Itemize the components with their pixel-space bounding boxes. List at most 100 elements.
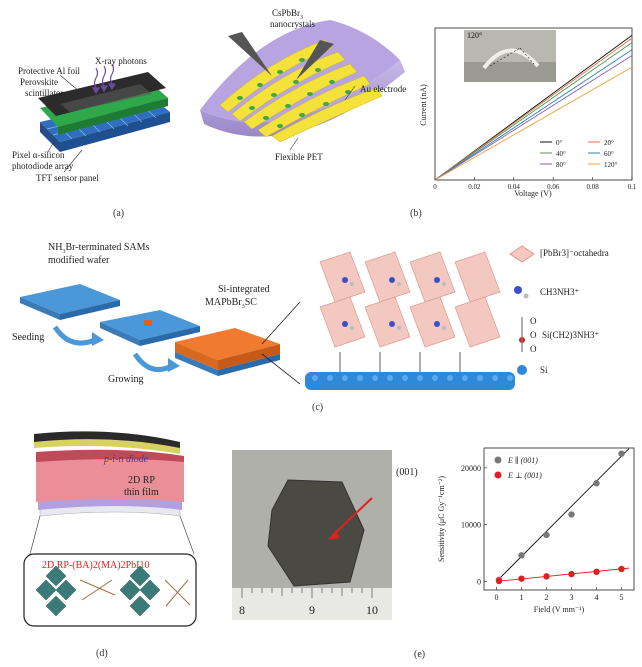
sens-point — [618, 450, 625, 457]
sens-plot-frame — [483, 447, 635, 591]
label-cspbbr3: CsPbBr3 — [272, 8, 304, 21]
label-scintillator-2: scintillator — [25, 88, 64, 98]
label-pixel-2: photodiode array — [12, 161, 74, 171]
legend-ch3nh3-label: CH3NH3⁺ — [540, 287, 580, 297]
legend-si-icon — [517, 365, 527, 375]
sens-point — [518, 575, 525, 582]
label-sams-1: NH3Br-terminated SAMs — [48, 242, 150, 255]
legend-si-label: Si — [540, 365, 548, 375]
ruler-8: 8 — [239, 603, 245, 617]
legend-o-label-1: O — [530, 316, 537, 326]
flexible-device-illustration — [200, 20, 405, 151]
label-al-foil: Protective Al foil — [18, 66, 80, 76]
sens-xtick-label: 4 — [595, 593, 599, 602]
sens-xtick-label: 5 — [620, 593, 624, 602]
label-si-integrated: Si-integrated — [218, 284, 270, 295]
sens-point — [568, 511, 575, 518]
sens-point — [618, 565, 625, 573]
iv-legend-label: 20° — [604, 139, 614, 147]
sens-ytick-label: 0 — [477, 577, 481, 586]
label-sams-2: modified wafer — [48, 255, 110, 266]
label-scintillator-1: Perovskite — [20, 77, 58, 87]
legend-o-label-3: O — [530, 344, 537, 354]
seed-crystal — [144, 320, 152, 326]
caption-d: (d) — [96, 648, 108, 659]
growth-process-illustration — [20, 245, 535, 390]
label-formula: 2D RP-(BA)2(MA)2PbI10 — [42, 560, 150, 571]
label-pixel-1: Pixel α-silicon — [12, 150, 65, 160]
sens-point — [543, 573, 550, 580]
xray-arrows — [91, 63, 117, 95]
sens-xtick-label: 1 — [520, 593, 524, 602]
iv-xlabel: Voltage (V) — [514, 189, 552, 198]
legend-octahedra-label: [PbBr3]⁻octahedra — [540, 248, 609, 258]
panel-d: p-i-n diode 2D RP thin film 2D RP-(BA)2(… — [0, 430, 215, 667]
sens-fit-line — [496, 448, 630, 582]
label-pin-diode: p-i-n diode — [104, 454, 149, 465]
iv-legend-label: 0° — [556, 139, 563, 147]
panel-b-left: CsPbBr3 nanocrystals Au electrode Flexib… — [180, 0, 420, 200]
sens-xtick-label: 3 — [570, 593, 574, 602]
sens-legend-marker — [494, 456, 502, 464]
iv-series-line — [434, 42, 633, 181]
arrow-growing — [132, 352, 174, 372]
inset-angle-label: 120° — [467, 31, 482, 40]
sens-point — [518, 552, 525, 559]
iv-plot-frame — [434, 27, 633, 181]
crystal-structure-box — [23, 553, 197, 627]
si-substrate — [305, 372, 515, 390]
legend-octahedra-icon — [509, 245, 535, 263]
sens-point — [593, 568, 600, 576]
iv-xtick-label: 0.04 — [508, 183, 521, 191]
sens-legend-label: E ⊥ (001) — [507, 471, 542, 480]
iv-ylabel: Current (nA) — [420, 84, 428, 126]
iv-xtick-label: 0 — [433, 183, 437, 191]
panel-c: NH3Br-terminated SAMs modified wafer Si-… — [0, 232, 642, 420]
sens-legend-label: E ∥ (001) — [507, 456, 538, 465]
sens-xtick-label: 0 — [495, 593, 499, 602]
nanocrystal-dots — [237, 58, 351, 128]
sens-legend-marker — [494, 471, 502, 479]
sc-wafer — [175, 328, 280, 360]
legend-ch3nh3-icon — [514, 286, 522, 294]
perovskite-structure — [35, 565, 161, 617]
label-flexible-pet: Flexible PET — [275, 152, 323, 162]
sens-fit-line — [496, 567, 630, 582]
label-seeding: Seeding — [12, 332, 45, 343]
ch3nh3-molecules — [342, 277, 446, 330]
caption-c: (c) — [312, 402, 324, 413]
iv-xtick-label: 0.06 — [547, 183, 560, 191]
iv-xtick-label: 0.1 — [628, 183, 637, 191]
facet-arrow — [331, 497, 373, 537]
au-electrodes — [219, 39, 383, 143]
sens-point — [495, 577, 503, 585]
probe-left — [228, 32, 272, 76]
iv-legend-label: 80° — [556, 161, 566, 169]
crystal — [267, 479, 365, 587]
label-rp-1: 2D RP — [128, 475, 155, 486]
iv-legend-label: 40° — [556, 150, 566, 158]
pin-diode-illustration — [23, 431, 197, 627]
sens-ytick-label: 20000 — [461, 464, 481, 473]
iv-xtick-label: 0.02 — [468, 183, 481, 191]
rp-thin-film — [36, 455, 184, 502]
detector-stack-illustration — [38, 63, 170, 173]
label-growing: Growing — [108, 374, 144, 385]
iv-series-line — [434, 37, 633, 181]
label-mapbbr3sc: MAPbBr3SC — [205, 297, 257, 310]
caption-a: (a) — [113, 208, 125, 219]
label-au-electrode: Au electrode — [360, 84, 407, 94]
sens-xlabel: Field (V mm⁻¹) — [534, 605, 585, 614]
label-nanocrystals: nanocrystals — [270, 19, 315, 29]
iv-series-line — [434, 55, 633, 181]
sens-xtick-label: 2 — [545, 593, 549, 602]
ruler-9: 9 — [309, 603, 315, 617]
legend-o-label-2: O — [530, 330, 537, 340]
iv-legend-label: 60° — [604, 150, 614, 158]
sens-point — [568, 570, 575, 578]
octahedra-lattice — [319, 251, 501, 348]
